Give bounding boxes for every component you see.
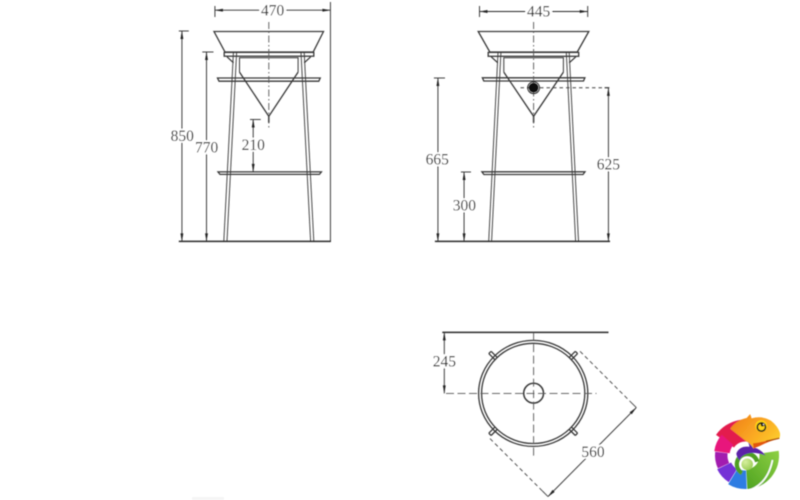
svg-text:210: 210 <box>242 137 266 154</box>
svg-text:850: 850 <box>171 128 195 145</box>
svg-text:245: 245 <box>433 354 457 371</box>
svg-text:625: 625 <box>597 156 621 173</box>
svg-text:770: 770 <box>195 139 219 156</box>
svg-text:470: 470 <box>261 2 285 19</box>
svg-text:560: 560 <box>581 444 605 461</box>
svg-text:300: 300 <box>453 198 477 215</box>
svg-text:665: 665 <box>426 151 450 168</box>
svg-text:445: 445 <box>527 4 551 21</box>
